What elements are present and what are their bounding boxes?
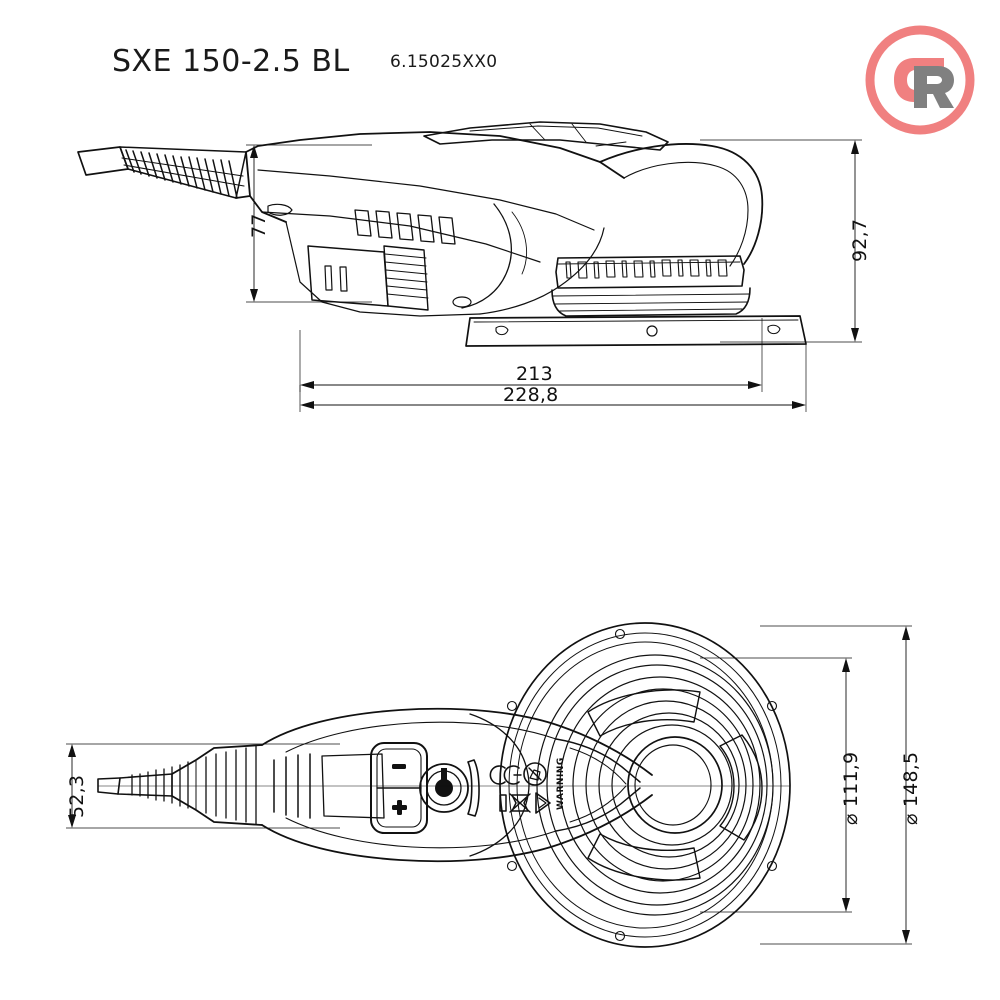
dim-92-7 [700, 139, 862, 343]
dim-52-3 [66, 743, 340, 829]
read-manual-icon [523, 762, 547, 786]
dust-extraction-slots [587, 689, 763, 881]
dim-label-dia-111-9: ⌀ 111,9 [840, 751, 862, 825]
handle-body [171, 707, 653, 863]
handle-neck [555, 738, 641, 832]
brand-logo [862, 22, 978, 138]
housing-detail-bosses [267, 141, 627, 308]
warning-triangle-icon [535, 792, 551, 814]
pad-centre-hub [627, 736, 723, 834]
dust-shroud-collar [555, 255, 745, 289]
ventilation-louvres [354, 209, 456, 245]
dim-213 [299, 318, 763, 392]
dim-77 [246, 144, 372, 303]
rating-plate-symbols [489, 762, 551, 814]
plan-vent-strip [467, 759, 480, 817]
housing-seams [257, 169, 605, 317]
housing-upper-shell [235, 131, 625, 223]
side-view-dimensions [246, 139, 862, 412]
small-bar-icon [499, 794, 507, 812]
dim-label-dia-148-5: ⌀ 148,5 [900, 751, 922, 825]
dim-dia-111-9 [700, 657, 852, 913]
handle-inner-contour [285, 713, 557, 857]
dim-228-8 [299, 344, 807, 412]
minus-glyph [392, 764, 406, 769]
plan-view-dimensions [66, 625, 912, 945]
weee-crossed-bin-icon [509, 793, 531, 813]
dim-label-77: 77 [248, 213, 270, 238]
cable-strain-relief-plan [97, 745, 257, 825]
backing-pad-body [551, 287, 751, 317]
dim-label-213: 213 [516, 363, 553, 385]
motor-dome [599, 143, 764, 267]
top-plan-view [97, 622, 791, 948]
dim-label-52-3: 52,3 [66, 774, 88, 818]
ce-mark-icon [489, 765, 522, 785]
part-number: 6.15025XX0 [390, 52, 498, 72]
dim-label-92-7: 92,7 [849, 218, 871, 262]
warning-label: WARNING [556, 757, 566, 810]
logo-letter-r [914, 66, 954, 108]
side-elevation-view [77, 121, 807, 347]
logo-ring [865, 25, 975, 135]
plus-glyph [392, 800, 407, 815]
backing-pad-rings [536, 654, 774, 916]
handle-label-panel [321, 753, 385, 819]
dim-label-228-8: 228,8 [503, 384, 559, 406]
cable-strain-relief [119, 146, 247, 199]
page-title: SXE 150-2.5 BL [112, 44, 350, 79]
dust-shroud-ring [499, 622, 791, 948]
rotary-dial [419, 763, 469, 813]
dim-dia-148-5 [760, 625, 912, 945]
speed-adjust-wheel [383, 245, 429, 311]
